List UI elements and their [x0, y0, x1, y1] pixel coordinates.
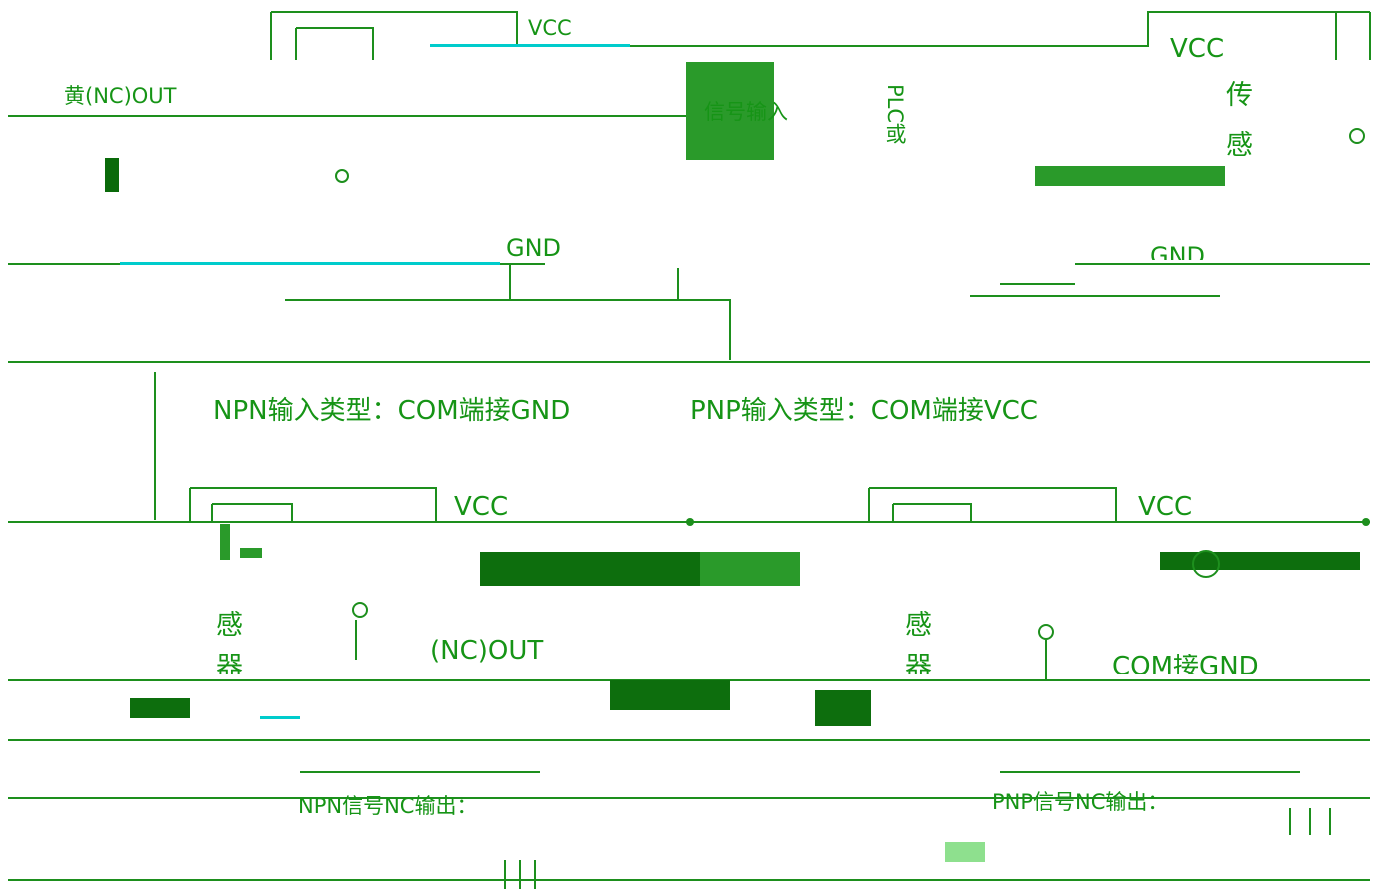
- junction-dot-icon: [686, 518, 694, 526]
- wire: [211, 503, 293, 522]
- wire: [892, 503, 972, 522]
- junction-block: [686, 62, 774, 160]
- sensor-char: 感: [216, 610, 244, 641]
- switch-contact-icon: [1038, 624, 1054, 640]
- wire: [509, 264, 679, 301]
- vcc-label: VCC: [454, 492, 509, 522]
- wire: [189, 487, 437, 522]
- wire: [504, 860, 536, 889]
- junction-dot-icon: [1362, 518, 1370, 526]
- bar-block: [1035, 166, 1225, 186]
- output-label: 黄(NC)OUT: [64, 84, 177, 108]
- bar-block: [480, 552, 700, 586]
- bar-block: [220, 524, 230, 560]
- bar-block: [945, 842, 985, 862]
- wire: [285, 299, 731, 360]
- wire: [1335, 12, 1371, 60]
- bar-block: [130, 698, 190, 718]
- wire: [1000, 263, 1370, 285]
- sensor-char: 感: [905, 610, 933, 641]
- gnd-label: GND: [1150, 244, 1206, 260]
- wire: [295, 27, 374, 60]
- sensor-char: 感: [1226, 130, 1254, 161]
- vcc-label: VCC: [528, 16, 572, 40]
- bar-block: [240, 548, 262, 558]
- wire: [517, 11, 1370, 47]
- pnp-input-caption: PNP输入类型：COM端接VCC: [690, 396, 1038, 426]
- sensor-char: 器: [905, 654, 933, 674]
- wire: [270, 11, 518, 60]
- signal-input-label: 信号输入: [704, 100, 788, 124]
- bar-block: [815, 690, 871, 726]
- wire: [355, 620, 1047, 680]
- plc-label: PLC或: [883, 84, 907, 145]
- gnd-label: GND: [506, 234, 562, 262]
- vcc-label: VCC: [1138, 492, 1193, 522]
- npn-input-caption: NPN输入类型：COM端接GND: [213, 396, 571, 426]
- switch-contact-icon: [352, 602, 368, 618]
- sensor-char: 传: [1226, 80, 1254, 111]
- nc-out-label: (NC)OUT: [430, 636, 544, 666]
- pnp-nc-caption: PNP信号NC输出：: [992, 790, 1169, 814]
- bar-block: [1160, 552, 1360, 570]
- sensor-char: 器: [216, 654, 244, 674]
- lamp-icon: [1192, 550, 1220, 578]
- wire: [868, 487, 1117, 522]
- vcc-label: VCC: [1170, 34, 1225, 64]
- bar-block: [700, 552, 800, 586]
- npn-nc-caption: NPN信号NC输出：: [298, 794, 478, 818]
- bar-block: [105, 158, 119, 192]
- bar-block: [610, 680, 730, 710]
- com-gnd-label: COM接GND: [1112, 654, 1259, 674]
- switch-contact-icon: [335, 169, 349, 183]
- switch-contact-icon: [1349, 128, 1365, 144]
- wire: [1289, 808, 1331, 835]
